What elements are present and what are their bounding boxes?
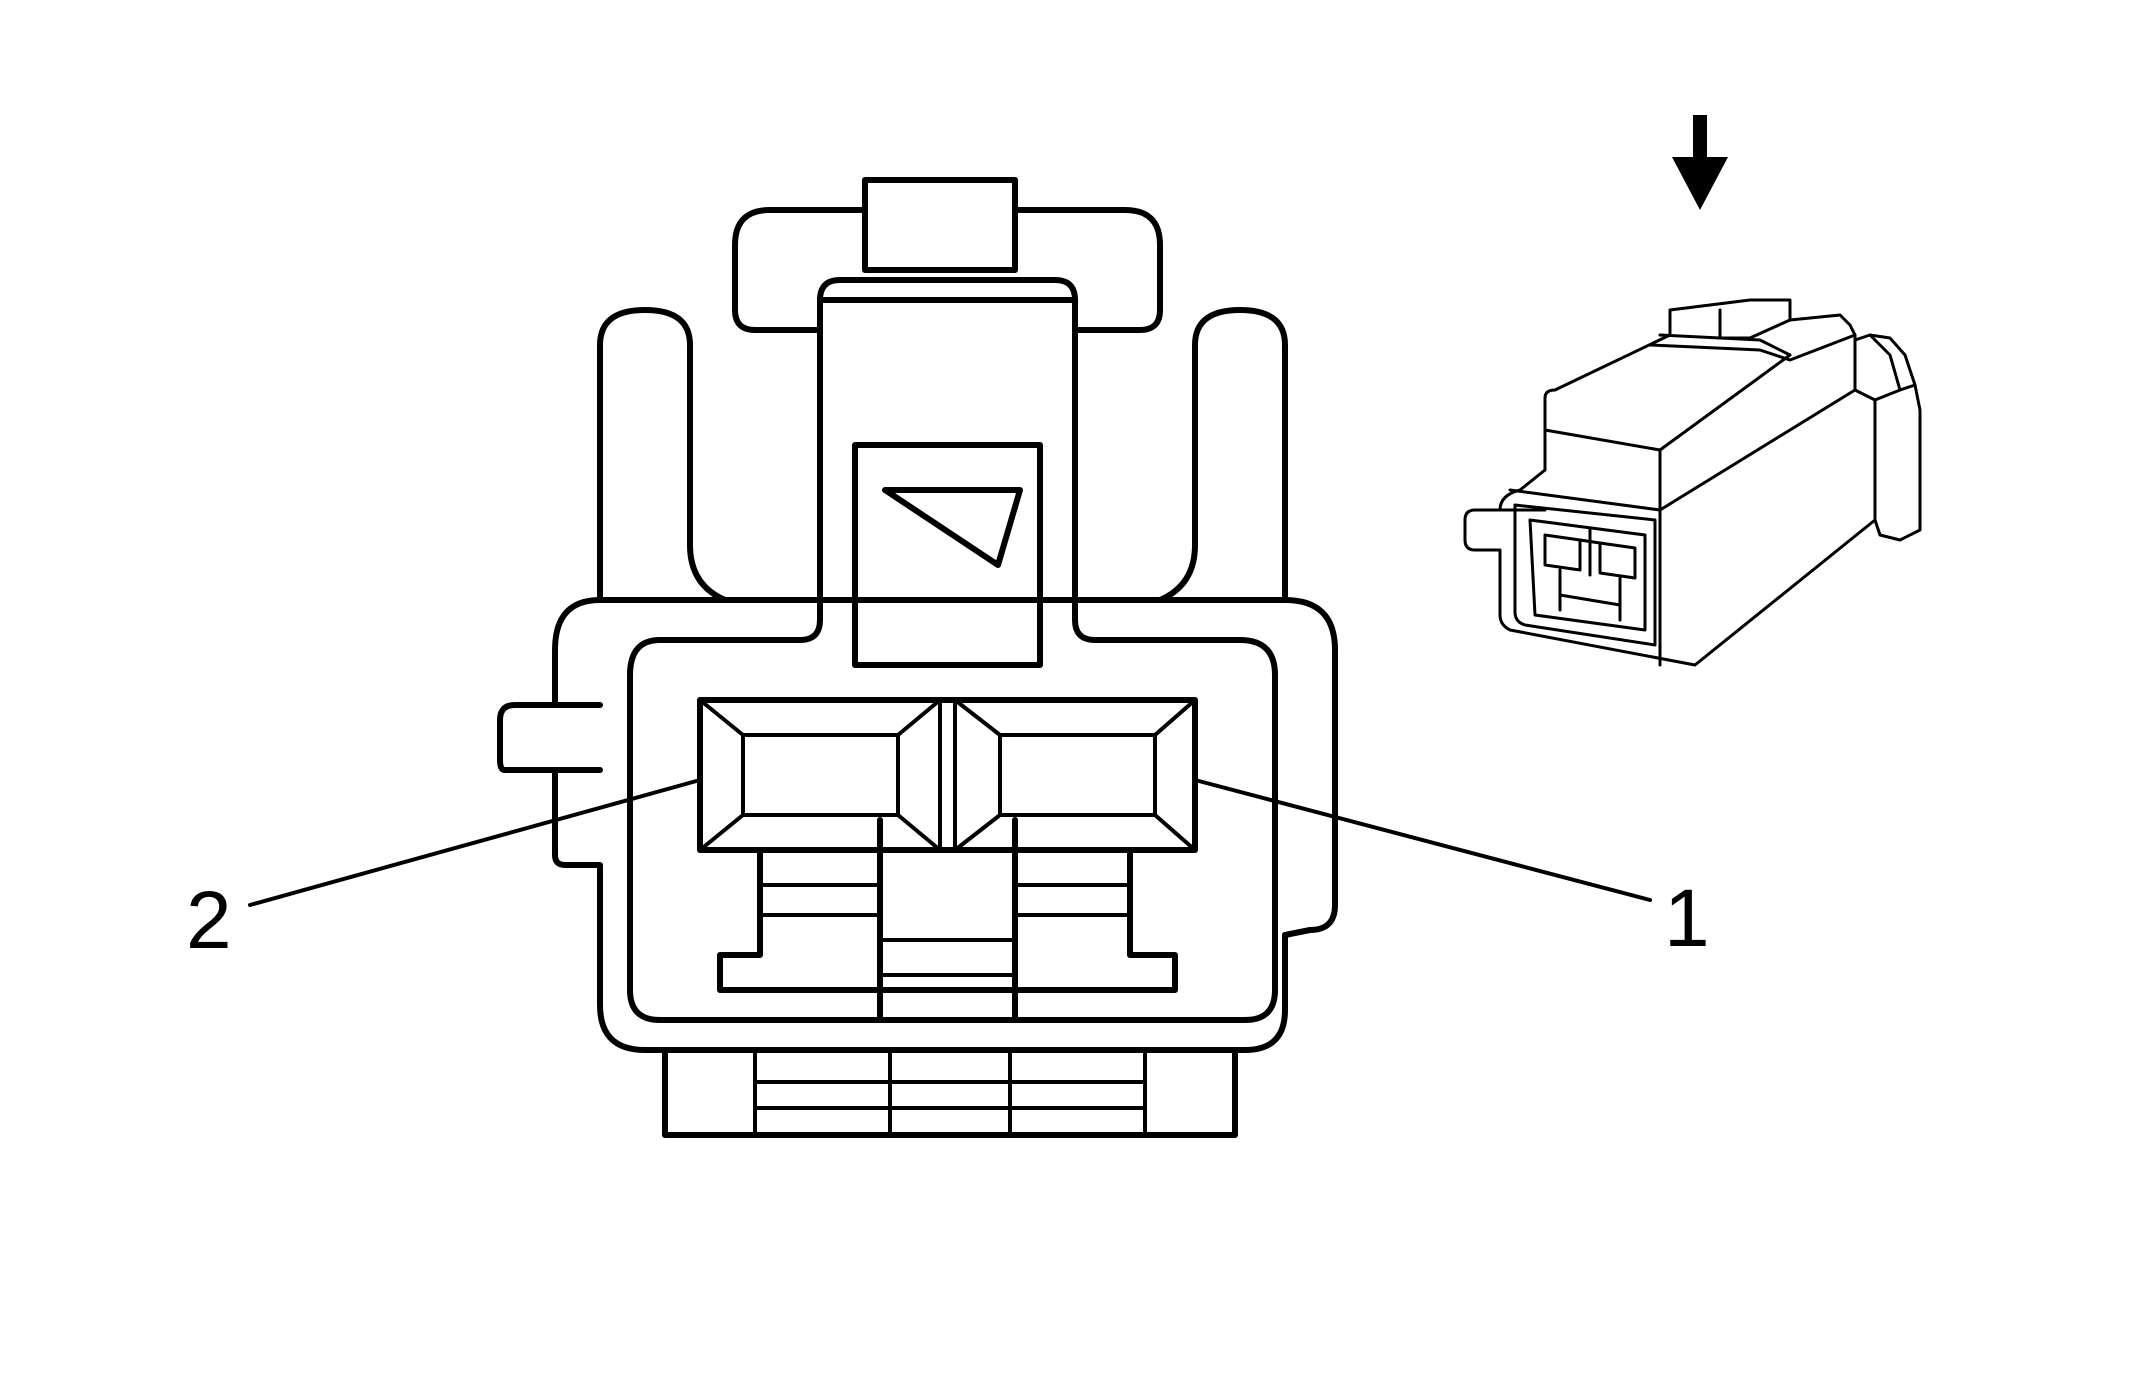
- arrow-down-icon: [1672, 115, 1728, 210]
- pin-2-label: 2: [186, 875, 232, 966]
- triangle-marker-icon: [882, 487, 1023, 568]
- pin-1-label: 1: [1664, 873, 1710, 964]
- leader-line-pin-1: [1193, 778, 1652, 902]
- connector-isometric-view: [1463, 115, 1922, 667]
- leader-line-pin-2: [248, 778, 702, 907]
- connector-front-view: [248, 177, 1652, 1138]
